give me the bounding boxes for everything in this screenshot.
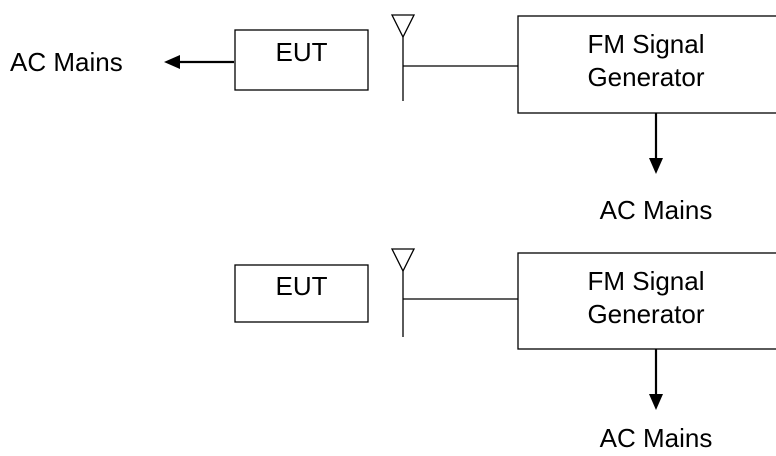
bottom-fm-signal-generator-box	[517, 252, 776, 350]
bottom-generator-label-line1: FM Signal	[587, 266, 704, 296]
bottom-setup: EUT FM Signal Generator AC Mains	[234, 248, 776, 453]
top-generator-label-line2: Generator	[587, 62, 704, 92]
top-eut-label: EUT	[276, 37, 328, 67]
bottom-generator-label-line2: Generator	[587, 299, 704, 329]
bottom-antenna-icon	[390, 248, 416, 273]
bottom-generator-to-ac-mains-arrowhead	[649, 394, 663, 410]
top-antenna-icon	[390, 14, 416, 39]
bottom-ac-mains-bottom-label: AC Mains	[600, 423, 713, 453]
top-fm-signal-generator-box	[517, 15, 776, 114]
top-setup: AC Mains EUT FM Signal Generator AC Main…	[10, 14, 776, 225]
top-generator-to-ac-mains-arrowhead	[649, 158, 663, 174]
top-generator-label-line1: FM Signal	[587, 29, 704, 59]
top-eut-box	[234, 29, 369, 91]
top-ac-mains-bottom-label: AC Mains	[600, 195, 713, 225]
bottom-eut-label: EUT	[276, 271, 328, 301]
top-ac-mains-left-label: AC Mains	[10, 47, 123, 77]
bottom-eut-box	[234, 264, 369, 323]
top-eut-to-ac-mains-arrowhead	[164, 55, 180, 69]
